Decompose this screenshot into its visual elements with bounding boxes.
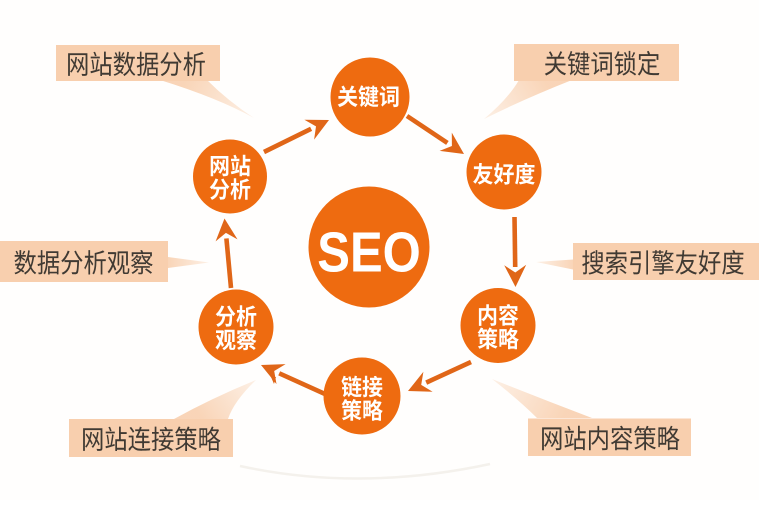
svg-text:SEO: SEO	[317, 221, 420, 284]
